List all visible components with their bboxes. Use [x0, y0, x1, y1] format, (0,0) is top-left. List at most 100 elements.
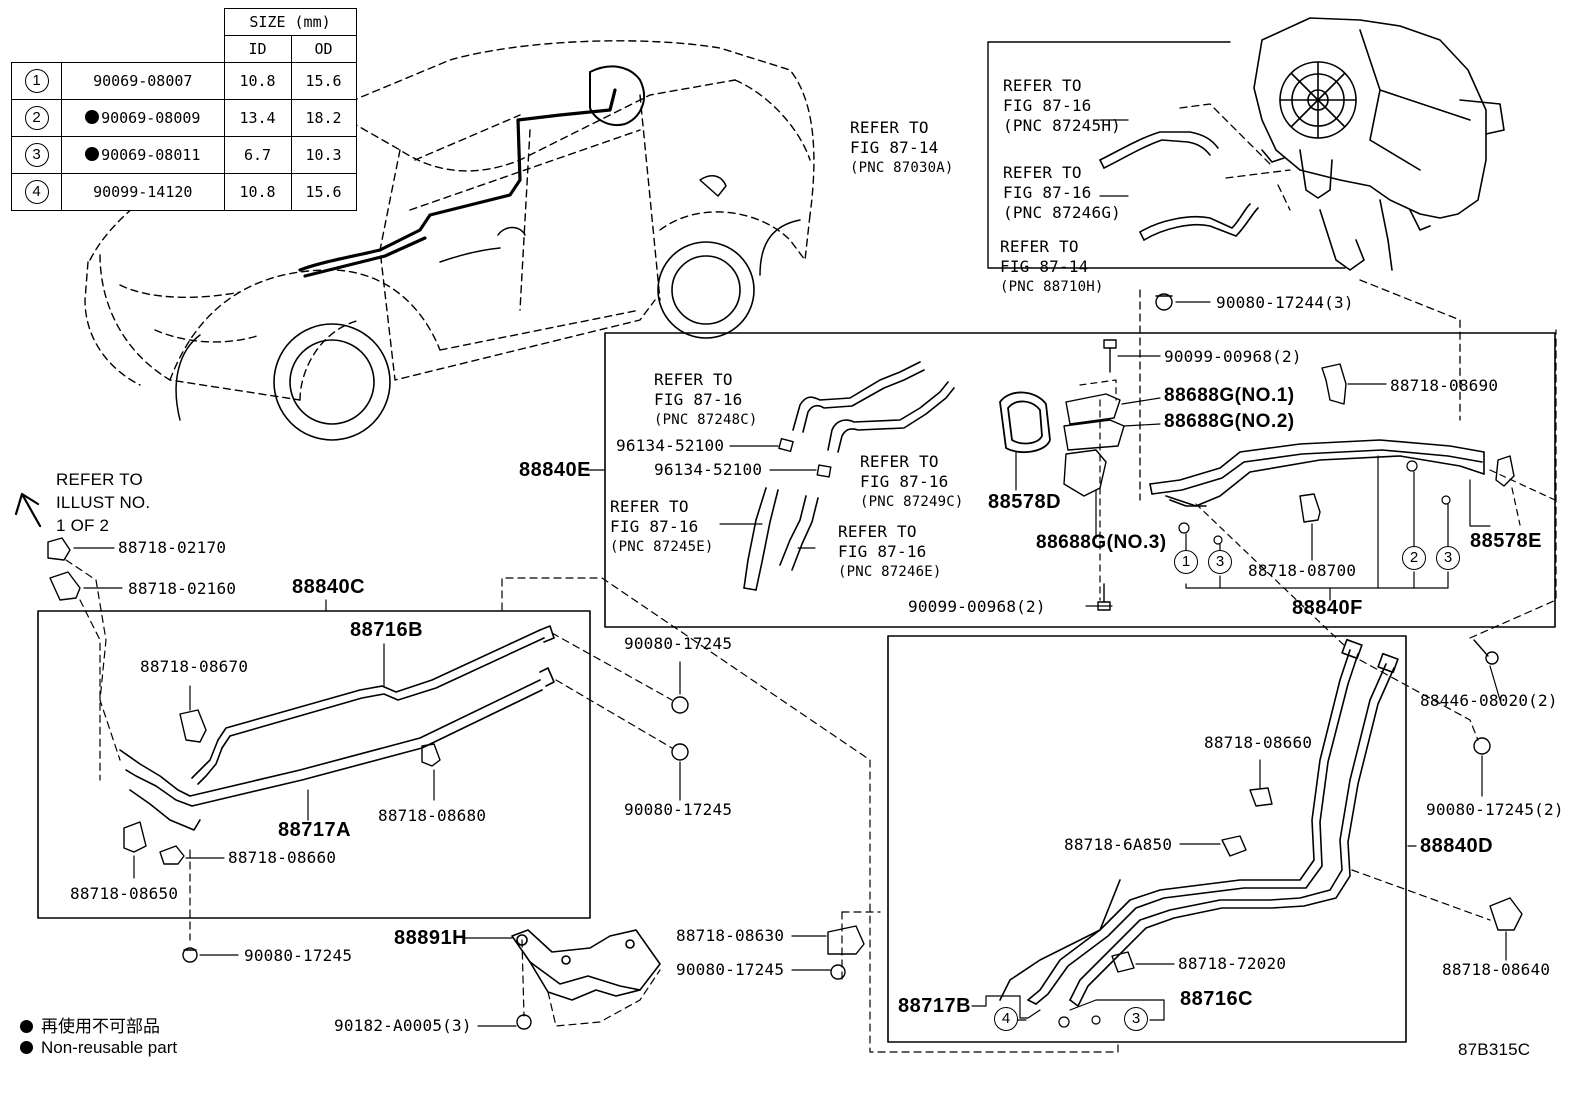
part-label[interactable]: 96134-52100 — [654, 460, 763, 479]
ref-87245h[interactable]: REFER TO FIG 87-16 (PNC 87245H) — [1003, 76, 1121, 135]
hvac-dashed-links — [1139, 103, 1461, 501]
grommet-88578d — [999, 391, 1051, 454]
hose-87246g — [1139, 203, 1259, 241]
part-label[interactable]: 90080-17245 — [244, 946, 353, 965]
clip-88718-02170 — [47, 537, 71, 561]
table-row: 2 90069-08009 13.4 18.2 — [11, 99, 357, 137]
part-label[interactable]: 90080-17245 — [624, 800, 733, 819]
part-label[interactable]: 90080-17245 — [676, 960, 785, 979]
clip-88718-08640 — [1489, 897, 1523, 931]
part-label[interactable]: 88688G(NO.3) — [1036, 532, 1167, 553]
part-label[interactable]: 88891H — [394, 927, 468, 949]
pipe-assembly-88840f — [1149, 439, 1485, 507]
nut-90182 — [516, 1014, 532, 1030]
part-number: 90069-08011 — [101, 146, 201, 164]
nonreusable-dot-icon — [85, 147, 100, 161]
part-label[interactable]: 88717A — [278, 819, 352, 841]
ref-87245e[interactable]: REFER TO FIG 87-16 (PNC 87245E) — [610, 497, 714, 555]
part-label[interactable]: 88688G(NO.1) — [1164, 385, 1295, 406]
part-label[interactable]: 90099-00968(2) — [908, 597, 1046, 616]
part-label[interactable]: 88840E — [519, 459, 591, 481]
legend-jp: 再使用不可部品 — [20, 1012, 160, 1037]
part-label[interactable]: 88718-08660 — [228, 848, 337, 867]
ref-87249c[interactable]: REFER TO FIG 87-16 (PNC 87249C) — [860, 452, 964, 510]
callout-leaders-f — [1185, 455, 1491, 601]
hose-87246e — [779, 495, 819, 571]
part-label[interactable]: 88718-08700 — [1248, 561, 1357, 580]
bolt-90099-top — [1103, 339, 1117, 373]
size-od: 15.6 — [290, 62, 357, 100]
table-row: 4 90099-14120 10.8 15.6 — [11, 173, 357, 211]
callout-1: 1 — [1174, 550, 1198, 574]
clip-88718-02160 — [49, 571, 81, 601]
part-label[interactable]: 90182-A0005(3) — [334, 1016, 472, 1035]
part-label[interactable]: 88446-08020(2) — [1420, 691, 1558, 710]
legend-en: Non-reusable part — [20, 1038, 177, 1058]
part-number: 90069-08009 — [101, 109, 201, 127]
part-label[interactable]: 88717B — [898, 995, 972, 1017]
part-label[interactable]: 88716B — [350, 619, 424, 641]
bolt-88446 — [1473, 639, 1499, 665]
refer-illust-note: REFER TO ILLUST NO. 1 OF 2 — [56, 470, 151, 535]
callout-4: 4 — [994, 1007, 1018, 1031]
part-label[interactable]: 88718-02160 — [128, 579, 237, 598]
vehicle-outline — [84, 40, 815, 401]
part-label[interactable]: 90099-00968(2) — [1164, 347, 1302, 366]
nonreusable-dot-icon — [20, 1020, 33, 1033]
part-number: 90069-08007 — [61, 62, 225, 100]
part-label[interactable]: 88840C — [292, 576, 366, 598]
part-label[interactable]: 90080-17244(3) — [1216, 293, 1354, 312]
callout-3: 3 — [1124, 1007, 1148, 1031]
vehicle-wheels — [273, 241, 755, 441]
hvac-unit — [1253, 17, 1505, 271]
pipe-assembly-88840d — [999, 638, 1399, 1007]
part-label[interactable]: 88718-02170 — [118, 538, 227, 557]
box-88840e — [604, 332, 1556, 628]
table-row: 3 90069-08011 6.7 10.3 — [11, 136, 357, 174]
row-number: 3 — [24, 143, 49, 167]
part-label[interactable]: 88840F — [1292, 597, 1363, 619]
top-ref-bracket — [987, 41, 1346, 269]
size-header: SIZE (mm) — [223, 8, 357, 36]
part-label[interactable]: 88688G(NO.2) — [1164, 411, 1295, 432]
box-88840d — [887, 635, 1407, 1043]
ref-87246g[interactable]: REFER TO FIG 87-16 (PNC 87246G) — [1003, 163, 1121, 222]
part-label[interactable]: 88578D — [988, 491, 1062, 513]
size-id: 13.4 — [223, 99, 292, 137]
box-88840c — [37, 610, 591, 919]
pipe-88717a — [119, 667, 555, 831]
part-label[interactable]: 88578E — [1470, 530, 1542, 552]
ref-87246e[interactable]: REFER TO FIG 87-16 (PNC 87246E) — [838, 522, 942, 580]
part-label[interactable]: 88718-08680 — [378, 806, 487, 825]
size-od: 15.6 — [290, 173, 357, 211]
part-label[interactable]: 88718-6A850 — [1064, 835, 1173, 854]
part-label[interactable]: 88718-72020 — [1178, 954, 1287, 973]
part-label[interactable]: 88718-08630 — [676, 926, 785, 945]
part-label[interactable]: 88718-08690 — [1390, 376, 1499, 395]
part-label[interactable]: 88840D — [1420, 835, 1494, 857]
part-label[interactable]: 88718-08640 — [1442, 960, 1551, 979]
nut-90080-17245-2 — [1473, 737, 1491, 755]
part-label[interactable]: 90080-17245 — [624, 634, 733, 653]
nuts-middle — [671, 696, 689, 761]
part-label[interactable]: 88718-08660 — [1204, 733, 1313, 752]
nonreusable-dot-icon — [20, 1041, 33, 1054]
nonreusable-dot-icon — [85, 110, 100, 124]
pipe-88716b — [191, 625, 555, 785]
clip-88578e — [1495, 455, 1515, 487]
ref-88710h[interactable]: REFER TO FIG 87-14 (PNC 88710H) — [1000, 237, 1104, 295]
part-label[interactable]: 90080-17245(2) — [1426, 800, 1564, 819]
part-label[interactable]: 88716C — [1180, 988, 1254, 1010]
clips-88840c — [123, 709, 441, 865]
part-label[interactable]: 88718-08650 — [70, 884, 179, 903]
clip-88718-08630 — [827, 925, 865, 955]
ref-87248c[interactable]: REFER TO FIG 87-16 (PNC 87248C) — [654, 370, 758, 428]
clips-88840d — [1111, 787, 1273, 973]
part-label[interactable]: 96134-52100 — [616, 436, 725, 455]
hose-87245e — [743, 487, 779, 591]
clip-88718-08690 — [1321, 363, 1347, 405]
col-id-header: ID — [223, 35, 292, 63]
ref-87030a[interactable]: REFER TO FIG 87-14 (PNC 87030A) — [850, 118, 954, 176]
part-label[interactable]: 88718-08670 — [140, 657, 249, 676]
size-id: 10.8 — [223, 62, 292, 100]
